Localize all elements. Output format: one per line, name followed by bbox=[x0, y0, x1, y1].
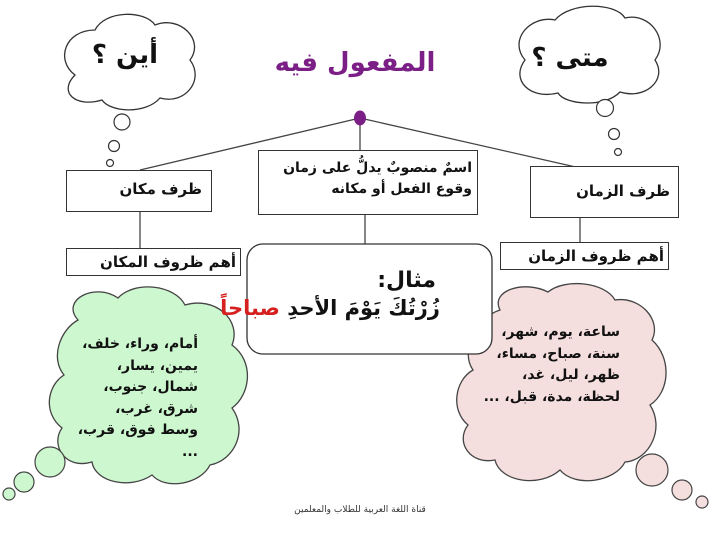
place-important-label: أهم ظروف المكان bbox=[100, 253, 236, 271]
list-item: ساعة، يوم، شهر، bbox=[501, 324, 620, 340]
place-important-box bbox=[66, 248, 241, 276]
footer-credit: قناة اللغة العربية للطلاب والمعلمين bbox=[294, 505, 426, 515]
definition-text: اسمٌ منصوبٌ يدلُّ على زمان وقوع الفعل أو… bbox=[262, 158, 472, 200]
example-box bbox=[246, 243, 493, 355]
time-branch-box bbox=[530, 166, 679, 218]
diagram-title: المفعول فيه bbox=[274, 48, 436, 78]
list-item: شرق، غرب، bbox=[115, 400, 198, 417]
list-item: ظهر، ليل، غد، bbox=[522, 367, 620, 383]
time-list-cloud bbox=[456, 282, 709, 509]
place-list-cloud bbox=[2, 286, 249, 501]
time-list: ساعة، يوم، شهر، سنة، صباح، مساء، ظهر، لي… bbox=[483, 322, 620, 408]
list-item: ... bbox=[182, 443, 198, 460]
place-question: أين ؟ bbox=[91, 40, 159, 70]
place-branch-box bbox=[66, 170, 212, 212]
list-item: وسط فوق، قرب، bbox=[77, 422, 198, 438]
list-item: يمين، يسار، bbox=[116, 357, 198, 374]
example-sentence-highlight: صباحاً bbox=[220, 296, 280, 320]
time-question-cloud bbox=[518, 5, 661, 157]
place-branch-label: ظرف مكان bbox=[119, 180, 202, 198]
time-question: متى ؟ bbox=[531, 43, 609, 73]
root-node-dot bbox=[354, 110, 366, 126]
list-item: شمال، جنوب، bbox=[103, 379, 198, 395]
list-item: سنة، صباح، مساء، bbox=[496, 345, 620, 362]
connector-lines bbox=[139, 117, 581, 248]
place-question-cloud bbox=[64, 13, 196, 168]
time-important-box bbox=[500, 242, 669, 270]
definition-line-1: اسمٌ منصوبٌ يدلُّ على زمان bbox=[283, 160, 472, 176]
example-heading: مثال: bbox=[377, 268, 436, 293]
time-branch-label: ظرف الزمان bbox=[576, 182, 670, 200]
example-sentence: زُرْتُكَ يَوْمَ الأحدِ صباحاً bbox=[220, 296, 440, 320]
example-sentence-main: زُرْتُكَ يَوْمَ الأحدِ bbox=[287, 296, 440, 320]
definition-line-2: وقوع الفعل أو مكانه bbox=[331, 181, 472, 197]
list-item: أمام، وراء، خلف، bbox=[82, 336, 198, 352]
list-item: لحظة، مدة، قبل، ... bbox=[483, 388, 620, 405]
definition-box bbox=[258, 150, 478, 215]
time-important-label: أهم ظروف الزمان bbox=[528, 247, 664, 265]
place-list: أمام، وراء، خلف، يمين، يسار، شمال، جنوب،… bbox=[77, 334, 198, 463]
